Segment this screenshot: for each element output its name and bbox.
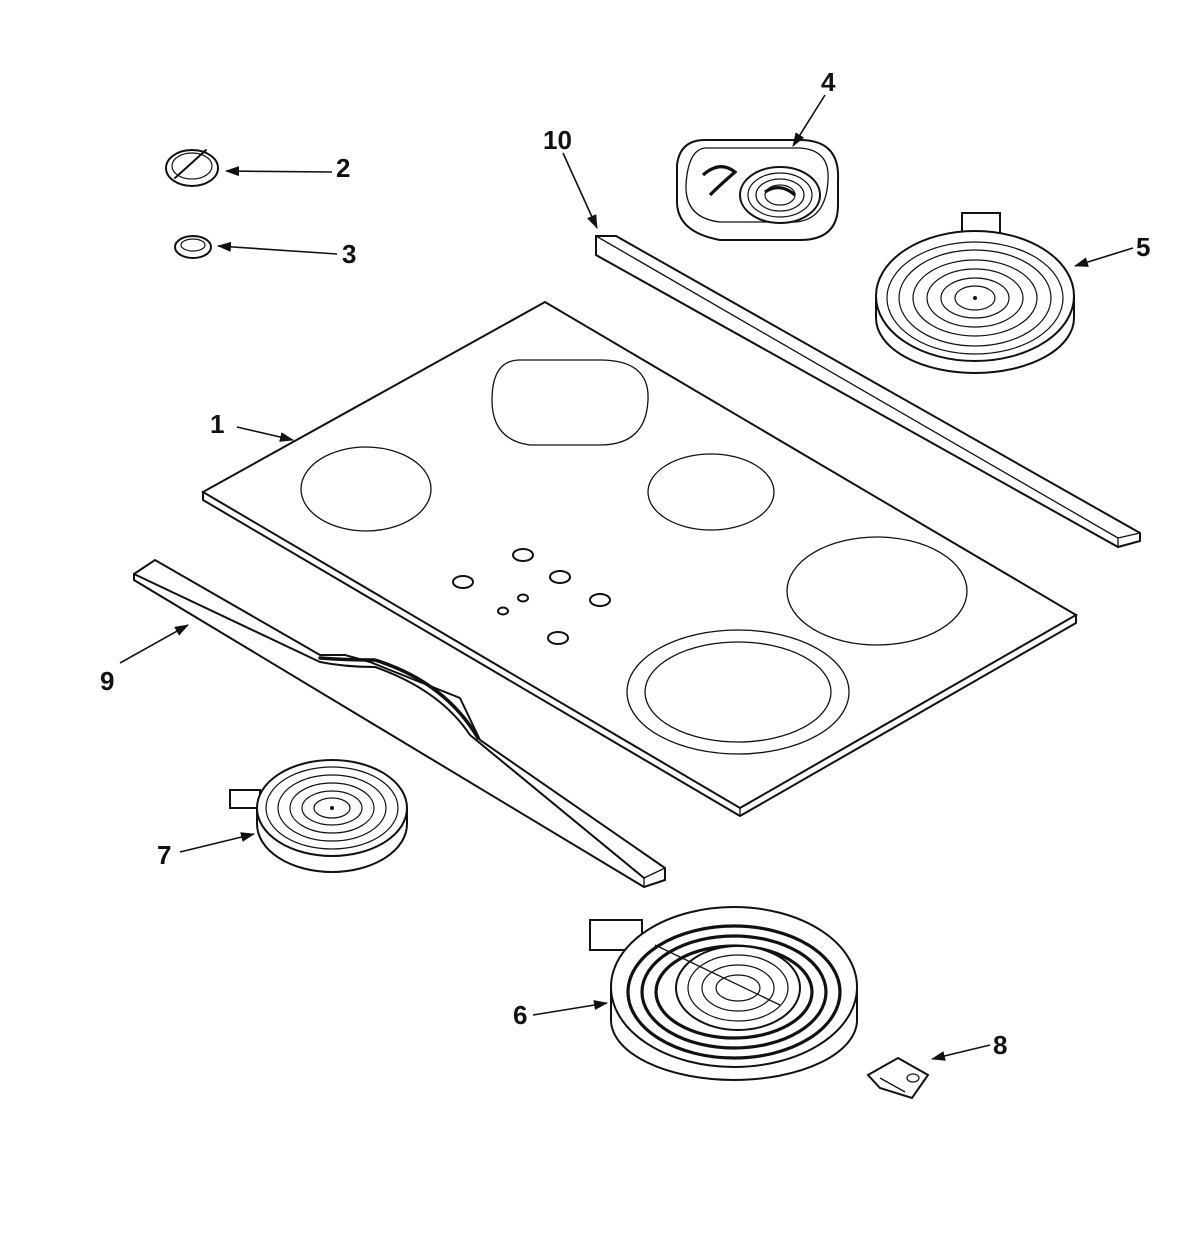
arrow-8 [931, 1044, 991, 1061]
arrow-9 [119, 624, 189, 664]
callout-10: 10 [543, 125, 572, 155]
callout-2: 2 [336, 153, 350, 183]
callout-7: 7 [157, 840, 171, 870]
part-3-bezel-ring [174, 235, 212, 259]
callout-1: 1 [210, 409, 224, 439]
part-2-knob [165, 149, 219, 187]
part-6-dual-radiant-element [589, 906, 858, 1081]
arrow-3 [217, 241, 338, 255]
part-7-radiant-element [229, 759, 408, 873]
part-8-terminal-clip [866, 1056, 930, 1100]
callout-6: 6 [513, 1000, 527, 1030]
arrow-7 [179, 832, 255, 853]
arrow-4 [792, 94, 826, 147]
part-9-front-trim [133, 558, 666, 889]
callout-8: 8 [993, 1030, 1007, 1060]
arrow-2 [225, 166, 333, 177]
arrow-6 [532, 1000, 608, 1016]
arrow-10 [562, 152, 598, 229]
part-10-rear-trim [595, 235, 1141, 549]
callout-3: 3 [342, 239, 356, 269]
arrow-5 [1074, 247, 1134, 267]
callout-labels: 1 2 3 4 5 6 7 8 9 10 [100, 67, 1150, 1060]
leader-arrows [119, 94, 1134, 1061]
part-1-cooktop-glass [200, 300, 1078, 817]
callout-9: 9 [100, 666, 114, 696]
callout-4: 4 [821, 67, 836, 97]
part-5-radiant-element [875, 212, 1075, 374]
part-4-dual-oval-element [675, 139, 840, 241]
arrow-1 [236, 426, 294, 442]
callout-5: 5 [1136, 232, 1150, 262]
